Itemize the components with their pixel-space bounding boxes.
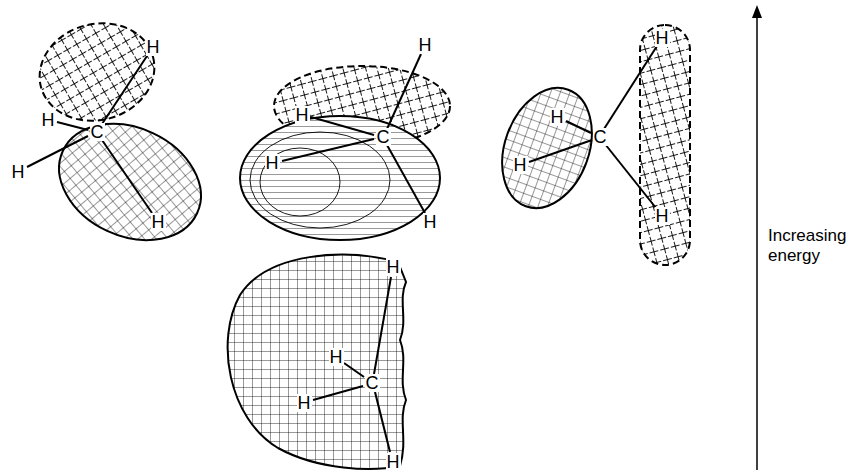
energy-axis xyxy=(756,16,758,470)
atom-label: H xyxy=(297,394,312,412)
atom-label: H xyxy=(295,106,310,124)
atom-label: C xyxy=(365,374,380,392)
bond-lines xyxy=(27,56,152,213)
atom-label: H xyxy=(329,348,344,366)
bond-lines xyxy=(313,277,391,452)
atom-label: H xyxy=(550,108,565,126)
atom-label: H xyxy=(423,213,438,231)
atom-label: H xyxy=(386,258,401,276)
atom-label: C xyxy=(90,123,105,141)
atom-label: H xyxy=(655,207,670,225)
axis-label: Increasing energy xyxy=(767,226,853,267)
atom-label: H xyxy=(418,36,433,54)
atom-label: H xyxy=(146,38,161,56)
atom-label: H xyxy=(151,213,166,231)
bond-lines xyxy=(529,46,657,208)
arrow-head xyxy=(752,5,762,18)
atom-label: H xyxy=(386,453,401,471)
orbital-lobe xyxy=(29,11,166,134)
atom-label: C xyxy=(376,128,391,146)
orbital-lobe xyxy=(486,75,607,220)
orbital-lobe xyxy=(240,116,440,240)
atom-label: H xyxy=(41,111,56,129)
orbital-contour xyxy=(250,132,390,228)
orbital-contour xyxy=(260,148,340,216)
atom-label: C xyxy=(593,128,608,146)
orbital-lobe xyxy=(228,255,406,469)
atom-label: H xyxy=(655,29,670,47)
atom-label: H xyxy=(513,156,528,174)
bond-lines xyxy=(282,54,425,213)
atom-label: H xyxy=(11,163,26,181)
orbital-lobe xyxy=(40,102,220,262)
atom-label: H xyxy=(265,154,280,172)
